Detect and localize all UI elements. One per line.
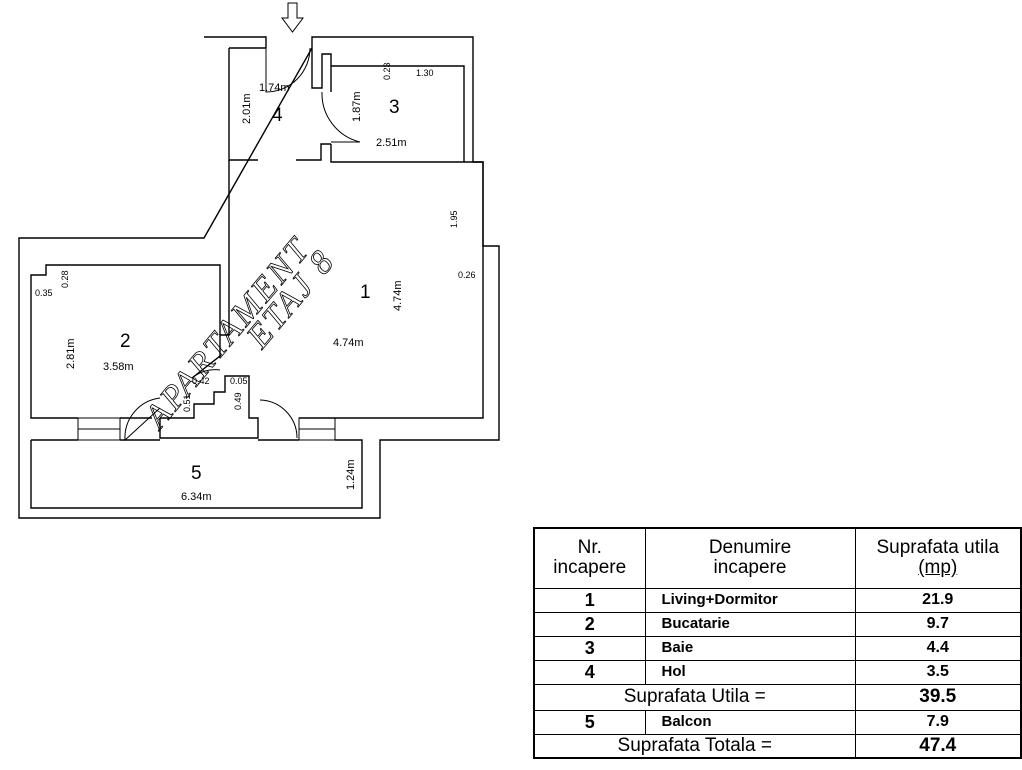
dimension-label: 4.74m	[392, 280, 404, 311]
dimension-label: 4.74m	[333, 337, 364, 349]
dimension-label: 0.28	[60, 270, 70, 288]
dimension-label: 2.51m	[376, 137, 407, 149]
room-area: 9.7	[854, 611, 1022, 637]
room-nr: 4	[533, 659, 646, 685]
room-name: Baie	[644, 635, 856, 661]
kitchen-door	[124, 397, 161, 442]
table-row: 1 Living+Dormitor 21.9	[533, 587, 1022, 613]
dimension-label: 6.34m	[181, 491, 212, 503]
table-header-row: Nr. incapere Denumire incapere Suprafata…	[533, 527, 1022, 589]
header-text: (mp)	[918, 557, 958, 579]
total-area-label: Suprafata Totala =	[533, 733, 856, 759]
bathroom-door	[321, 91, 361, 143]
dimension-label: 0.51	[182, 394, 192, 412]
dimension-label: 0.49	[233, 392, 243, 410]
header-area: Suprafata utila (mp)	[854, 527, 1022, 589]
dimension-label: 1.24m	[345, 459, 357, 490]
header-text: incapere	[553, 557, 627, 579]
room-number: 1	[360, 282, 371, 303]
dimension-label: 2.01m	[241, 93, 253, 124]
kitchen-living-door	[191, 369, 221, 379]
table-row: 2 Bucatarie 9.7	[533, 611, 1022, 637]
room-name: Hol	[644, 659, 856, 685]
table-row: 3 Baie 4.4	[533, 635, 1022, 661]
total-area-value: 47.4	[854, 733, 1022, 759]
outer-wall	[18, 36, 500, 519]
dimension-label: 0.26	[458, 270, 476, 280]
room-number: 2	[120, 331, 131, 352]
inner-wall	[229, 47, 465, 163]
dimension-label: 2.81m	[65, 338, 77, 369]
header-text: incapere	[713, 557, 787, 579]
watermark-apartament: APARTAMENT	[136, 230, 318, 437]
inner-wall	[299, 161, 484, 419]
total-area-row: Suprafata Totala = 47.4	[533, 733, 1022, 759]
inner-wall	[30, 160, 230, 419]
table-row: 5 Balcon 7.9	[533, 709, 1022, 735]
header-text: Nr.	[577, 537, 602, 559]
room-number: 4	[272, 105, 283, 126]
dimension-label: 0.35	[35, 288, 53, 298]
dimension-label: 1.87m	[351, 91, 363, 122]
dimension-label: 0.05	[230, 376, 248, 386]
dimension-label: 1.30	[416, 68, 434, 78]
room-nr: 2	[533, 611, 646, 637]
balcony-door	[259, 399, 298, 439]
room-name: Living+Dormitor	[644, 587, 856, 613]
useful-area-label: Suprafata Utila =	[533, 683, 856, 711]
entrance-arrow-icon	[281, 2, 304, 33]
dimension-label: 0.42	[192, 376, 210, 386]
room-nr: 3	[533, 635, 646, 661]
header-nr: Nr. incapere	[533, 527, 646, 589]
dimension-label: 1.74m	[259, 82, 290, 94]
room-number: 5	[191, 463, 202, 484]
entrance-door	[265, 47, 311, 93]
header-name: Denumire incapere	[644, 527, 856, 589]
room-name: Balcon	[644, 709, 856, 735]
useful-area-value: 39.5	[854, 683, 1022, 711]
inner-wall	[159, 334, 259, 439]
dimension-label: 3.58m	[103, 361, 134, 373]
header-text: Suprafata utila	[876, 537, 1000, 559]
room-area: 3.5	[854, 659, 1022, 685]
dimension-label: 0.23	[382, 62, 392, 80]
room-number: 3	[389, 97, 400, 118]
room-area: 4.4	[854, 635, 1022, 661]
room-name: Bucatarie	[644, 611, 856, 637]
room-area: 7.9	[854, 709, 1022, 735]
useful-area-row: Suprafata Utila = 39.5	[533, 683, 1022, 711]
dimension-label: 1.95	[449, 210, 459, 228]
balcony-wall	[30, 439, 363, 509]
table-row: 4 Hol 3.5	[533, 659, 1022, 685]
floor-plan: APARTAMENT ETAJ 8 1 2 3 4 5 4.74m 4.74m …	[18, 2, 500, 519]
header-text: Denumire	[708, 537, 792, 559]
room-nr: 1	[533, 587, 646, 613]
room-nr: 5	[533, 709, 646, 735]
area-table: Nr. incapere Denumire incapere Suprafata…	[533, 527, 1022, 759]
room-area: 21.9	[854, 587, 1022, 613]
